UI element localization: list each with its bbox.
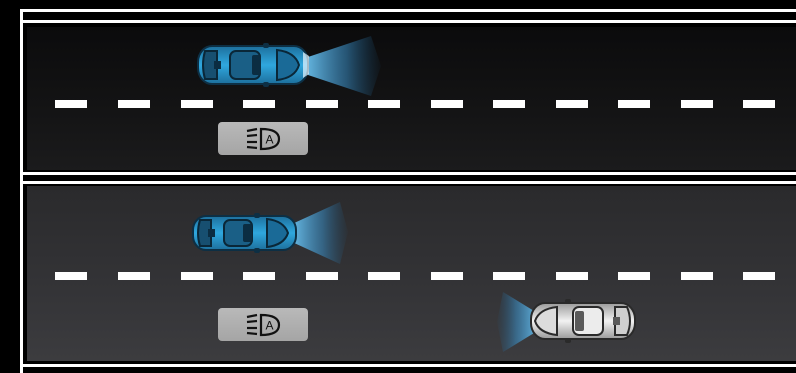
auto-headlamp-icon: A xyxy=(246,127,281,150)
lane-dash xyxy=(493,100,525,108)
frame-divider-middle xyxy=(20,172,796,175)
lane-dash xyxy=(243,272,275,280)
lane-dash xyxy=(556,100,588,108)
auto-headlamp-indicator: A xyxy=(218,308,308,341)
oncoming-beam-cone xyxy=(497,292,539,352)
lane-dash xyxy=(181,272,213,280)
frame-divider-bottom xyxy=(20,364,796,367)
lane-markings xyxy=(27,100,796,108)
indicator-letter: A xyxy=(265,318,273,332)
own-vehicle-icon xyxy=(192,213,297,253)
scene-no-oncoming-traffic: A xyxy=(27,27,796,170)
lane-dash xyxy=(681,100,713,108)
lane-dash xyxy=(368,100,400,108)
lane-dash xyxy=(306,272,338,280)
lane-dash xyxy=(368,272,400,280)
lane-dash xyxy=(743,272,775,280)
scene-oncoming-vehicle: A xyxy=(27,186,796,361)
lane-dash xyxy=(55,272,87,280)
oncoming-vehicle-icon xyxy=(530,299,636,343)
frame-divider-lower xyxy=(20,181,796,184)
frame-top-line xyxy=(20,9,796,12)
own-vehicle-icon xyxy=(197,43,309,87)
lane-dash xyxy=(243,100,275,108)
lane-dash xyxy=(618,272,650,280)
lane-dash xyxy=(556,272,588,280)
lane-dash xyxy=(431,100,463,108)
frame-left-line xyxy=(20,9,23,373)
low-beam-cone xyxy=(292,202,348,264)
lane-markings xyxy=(27,272,796,280)
lane-dash xyxy=(306,100,338,108)
lane-dash xyxy=(431,272,463,280)
lane-dash xyxy=(618,100,650,108)
lane-dash xyxy=(118,272,150,280)
lane-dash xyxy=(55,100,87,108)
lane-dash xyxy=(118,100,150,108)
auto-headlamp-indicator: A xyxy=(218,122,308,155)
high-beam-cone xyxy=(305,36,381,96)
lane-dash xyxy=(681,272,713,280)
lane-dash xyxy=(181,100,213,108)
lane-dash xyxy=(743,100,775,108)
auto-headlamp-icon: A xyxy=(246,313,281,336)
lane-dash xyxy=(493,272,525,280)
indicator-letter: A xyxy=(265,132,273,146)
frame-divider-top xyxy=(20,20,796,23)
